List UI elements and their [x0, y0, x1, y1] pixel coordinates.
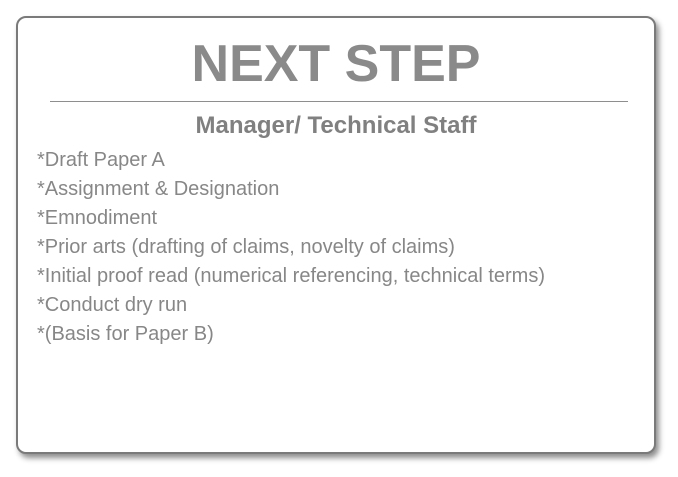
card-title: NEXT STEP [191, 35, 481, 93]
card-subtitle: Manager/ Technical Staff [195, 112, 477, 139]
list-item: *Emnodiment [37, 207, 158, 229]
list-item: *Prior arts (drafting of claims, novelty… [37, 236, 455, 258]
step-list: *Draft Paper A *Assignment & Designation… [37, 146, 545, 349]
list-item: *(Basis for Paper B) [37, 323, 214, 345]
title-divider [50, 101, 628, 102]
list-item: *Initial proof read (numerical referenci… [37, 265, 545, 287]
list-item: *Conduct dry run [37, 294, 188, 316]
next-step-card: NEXT STEP Manager/ Technical Staff *Draf… [16, 16, 656, 454]
list-item: *Draft Paper A [37, 149, 165, 171]
list-item: *Assignment & Designation [37, 178, 280, 200]
